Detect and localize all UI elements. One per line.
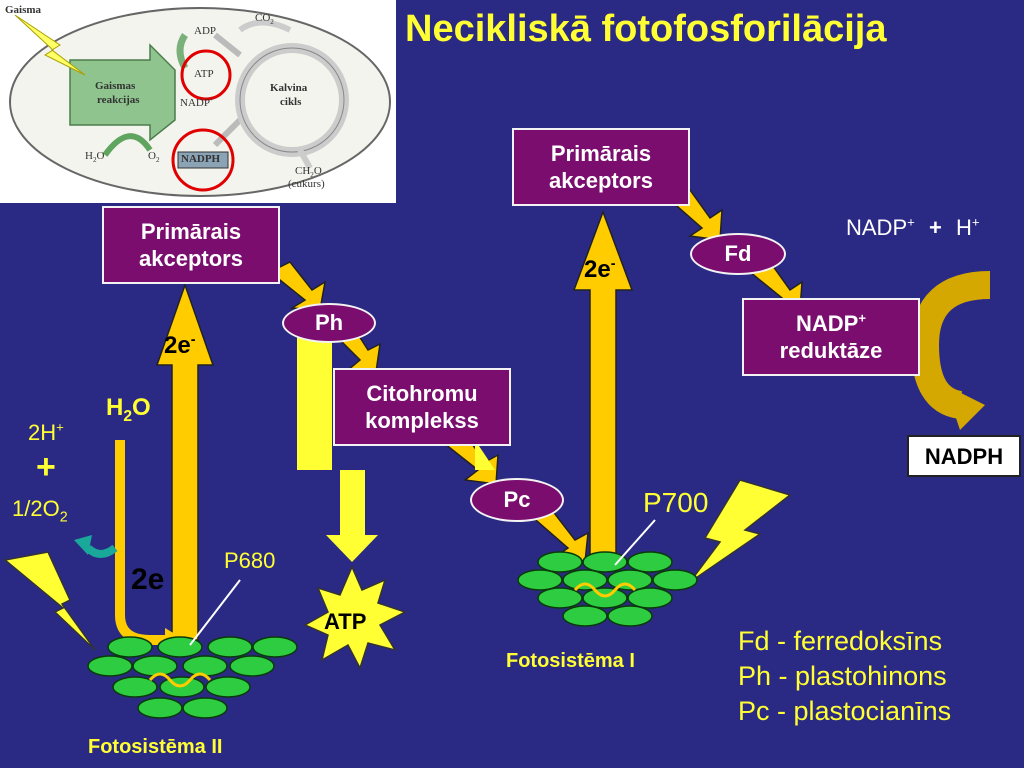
inset-ch2o-label: CH2O	[295, 165, 322, 180]
lightning-ps2-icon	[3, 551, 96, 651]
atp-flow-column	[297, 330, 332, 470]
oxygen-release-arrow	[85, 544, 118, 558]
inset-arrow-adp	[213, 32, 242, 58]
half-o2-label: 1/2O2	[12, 496, 68, 526]
arrow-acceptor-to-ph	[268, 261, 327, 311]
inset-arrow-water	[102, 133, 153, 157]
arrow-ps1-up	[572, 209, 634, 556]
calvin-cycle-ring-edge	[239, 47, 345, 153]
lightning-ps1-icon	[689, 479, 792, 583]
inset-nadp-label: NADP+	[180, 96, 214, 109]
atp-burst	[303, 565, 407, 670]
inset-gaisma-label: Gaisma	[5, 4, 42, 16]
inset-atp-label: ATP	[194, 68, 214, 80]
fd-oval: Fd	[690, 233, 786, 275]
page-title: Necikliskā fotofosforilācija	[405, 8, 887, 50]
p700-label: P700	[643, 487, 709, 518]
inset-light-reactions-label-2: reakcijas	[97, 94, 140, 106]
pc-oval: Pc	[470, 478, 564, 522]
nadph-curve-arrowhead	[945, 385, 985, 430]
plus-sign-label: +	[36, 448, 56, 486]
arrow-ps2-up	[155, 282, 215, 641]
inset-arrow-nadph	[212, 117, 243, 148]
inset-adp-label: ADP	[194, 25, 217, 37]
inset-highlight-nadph	[171, 128, 235, 192]
inset-highlight-atp	[180, 49, 232, 101]
legend: Fd - ferredoksīns Ph - plastohinons Pc -…	[738, 624, 951, 729]
inset-h2o-label: H2O	[85, 150, 105, 165]
two-e-bottom-label: 2e	[131, 563, 165, 596]
oxygen-release-arrowhead	[74, 535, 92, 555]
p700-pointer	[614, 519, 656, 566]
inset-arrow-ch2o	[297, 148, 313, 170]
p680-pointer	[189, 579, 241, 646]
inset-calvin-label-2: cikls	[280, 96, 302, 108]
legend-item-ph: Ph - plastohinons	[738, 661, 947, 691]
two-e-ps2-label: 2e-	[164, 332, 196, 359]
inset-nadph-label: NADPH	[181, 153, 221, 165]
ps2-energy-transfer	[148, 672, 212, 688]
ph-oval: Ph	[282, 303, 376, 343]
photosystem-i-label: Fotosistēma I	[506, 650, 635, 672]
inset-o2-label: O2	[148, 150, 160, 165]
inset-cukurs-label: (cukurs)	[288, 178, 325, 190]
ps1-energy-transfer	[573, 582, 637, 598]
nadph-curve-arrow	[910, 271, 991, 419]
nadp-plus-h-label: NADP+ + H+	[846, 214, 980, 240]
nadp-reductase-box: NADP+reduktāze	[742, 298, 920, 376]
photosystem-ii-label: Fotosistēma II	[88, 736, 223, 758]
photosystem-i-cluster	[517, 551, 698, 627]
inset-light-reactions-label-1: Gaismas	[95, 80, 136, 92]
legend-item-fd: Fd - ferredoksīns	[738, 626, 943, 656]
two-h-plus-label: 2H+	[28, 419, 64, 445]
inset-co2-label: CO2	[255, 12, 274, 27]
inset-calvin-label-1: Kalvina	[270, 82, 308, 94]
p680-label: P680	[224, 548, 276, 573]
water-electron-path	[115, 440, 170, 645]
inset-arrow-co2	[238, 19, 292, 33]
light-reactions-shape	[69, 43, 176, 142]
arrow-down-to-atp	[326, 470, 378, 562]
atp-label: ATP	[324, 609, 367, 634]
nadph-box: NADPH	[907, 435, 1021, 477]
two-e-ps1-label: 2e-	[584, 256, 616, 283]
h2o-label: H2O	[106, 394, 151, 425]
inset-lightning-icon	[14, 14, 86, 76]
inset-nadph-box	[177, 151, 229, 169]
legend-item-pc: Pc - plastocianīns	[738, 696, 952, 726]
